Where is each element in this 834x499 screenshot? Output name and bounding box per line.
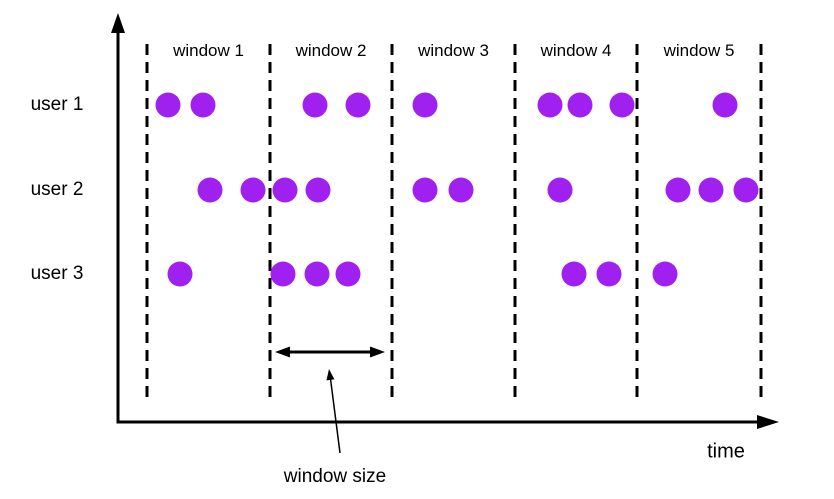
event-dot (305, 177, 331, 203)
event-dot (197, 177, 223, 203)
event-dot (240, 177, 266, 203)
event-dot (155, 92, 181, 118)
event-dot (167, 261, 193, 287)
time-axis-label: time (707, 440, 745, 463)
event-dot (547, 177, 573, 203)
x-axis-arrowhead (757, 415, 779, 429)
window-4-label: window 4 (540, 41, 612, 60)
window-size-arrowhead-left (275, 346, 290, 358)
event-dot (596, 261, 622, 287)
event-dot (537, 92, 563, 118)
event-dot (665, 177, 691, 203)
window-5-label: window 5 (663, 41, 735, 60)
y-axis-arrowhead (111, 13, 125, 33)
event-dot (609, 92, 635, 118)
event-dot (567, 92, 593, 118)
annotation-pointer-line (329, 377, 341, 454)
event-dot (412, 92, 438, 118)
event-dot (190, 92, 216, 118)
event-dot (302, 92, 328, 118)
event-dot (345, 92, 371, 118)
event-dot (698, 177, 724, 203)
annotation-pointer-arrowhead (326, 369, 335, 381)
event-dot (561, 261, 587, 287)
event-dot (412, 177, 438, 203)
event-dot (272, 177, 298, 203)
user-1-label: user 1 (30, 94, 84, 115)
event-dot (304, 261, 330, 287)
event-dot (448, 177, 474, 203)
window-3-label: window 3 (418, 41, 489, 60)
window-size-arrowhead-right (370, 346, 385, 358)
window-1-label: window 1 (173, 41, 244, 60)
user-2-label: user 2 (30, 179, 84, 200)
event-dot (335, 261, 361, 287)
user-3-label: user 3 (30, 263, 84, 284)
event-dot (733, 177, 759, 203)
event-dot (270, 261, 296, 287)
event-dot (712, 92, 738, 118)
window-2-label: window 2 (295, 41, 367, 60)
window-size-label: window size (283, 466, 387, 487)
event-dot (652, 261, 678, 287)
